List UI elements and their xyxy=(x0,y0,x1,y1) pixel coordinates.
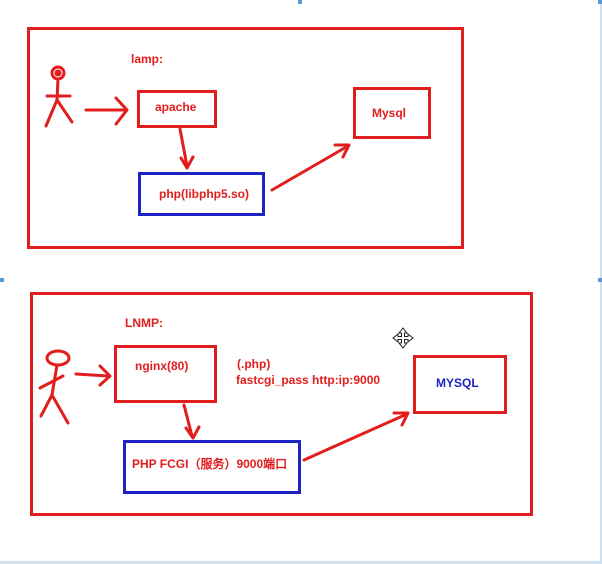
apache-label: apache xyxy=(155,100,197,114)
lamp-title: lamp: xyxy=(131,52,164,66)
lamp-mysql-label: Mysql xyxy=(372,106,407,120)
selection-edge-right xyxy=(600,0,602,564)
php-libphp5-box xyxy=(138,172,265,216)
php-extension-note: (.php) xyxy=(237,357,271,371)
resize-handle-top-right[interactable] xyxy=(598,0,602,4)
resize-handle-left[interactable] xyxy=(0,278,4,282)
apache-box xyxy=(137,90,217,128)
arrow-php-to-mysql-icon xyxy=(270,143,351,192)
lamp-user-figure-icon xyxy=(44,65,74,128)
lnmp-mysql-box xyxy=(413,355,507,414)
lnmp-panel xyxy=(30,292,533,516)
arrow-fcgi-to-mysql-icon xyxy=(302,411,410,462)
fastcgi-pass-note: fastcgi_pass http:ip:9000 xyxy=(236,373,381,387)
move-cursor-icon xyxy=(392,327,414,349)
php-libphp5-label: php(libphp5.so) xyxy=(159,187,249,201)
resize-handle-top[interactable] xyxy=(298,0,302,4)
arrow-nginx-to-fcgi-icon xyxy=(182,403,201,440)
arrow-apache-to-php-icon xyxy=(178,127,195,170)
php-fcgi-box xyxy=(123,440,301,494)
php-fcgi-label: PHP FCGI（服务）9000端口 xyxy=(132,457,288,471)
lamp-mysql-box xyxy=(353,87,431,139)
arrow-user-to-nginx-icon xyxy=(74,364,112,387)
selection-edge-bottom xyxy=(0,561,602,564)
lamp-panel xyxy=(27,27,464,249)
lnmp-mysql-label: MYSQL xyxy=(436,376,479,390)
lnmp-title: LNMP: xyxy=(125,316,163,330)
nginx-box xyxy=(114,345,217,403)
nginx-label: nginx(80) xyxy=(135,359,189,373)
arrow-user-to-apache-icon xyxy=(84,96,129,126)
resize-handle-right[interactable] xyxy=(598,278,602,282)
lnmp-user-figure-icon xyxy=(38,349,71,425)
